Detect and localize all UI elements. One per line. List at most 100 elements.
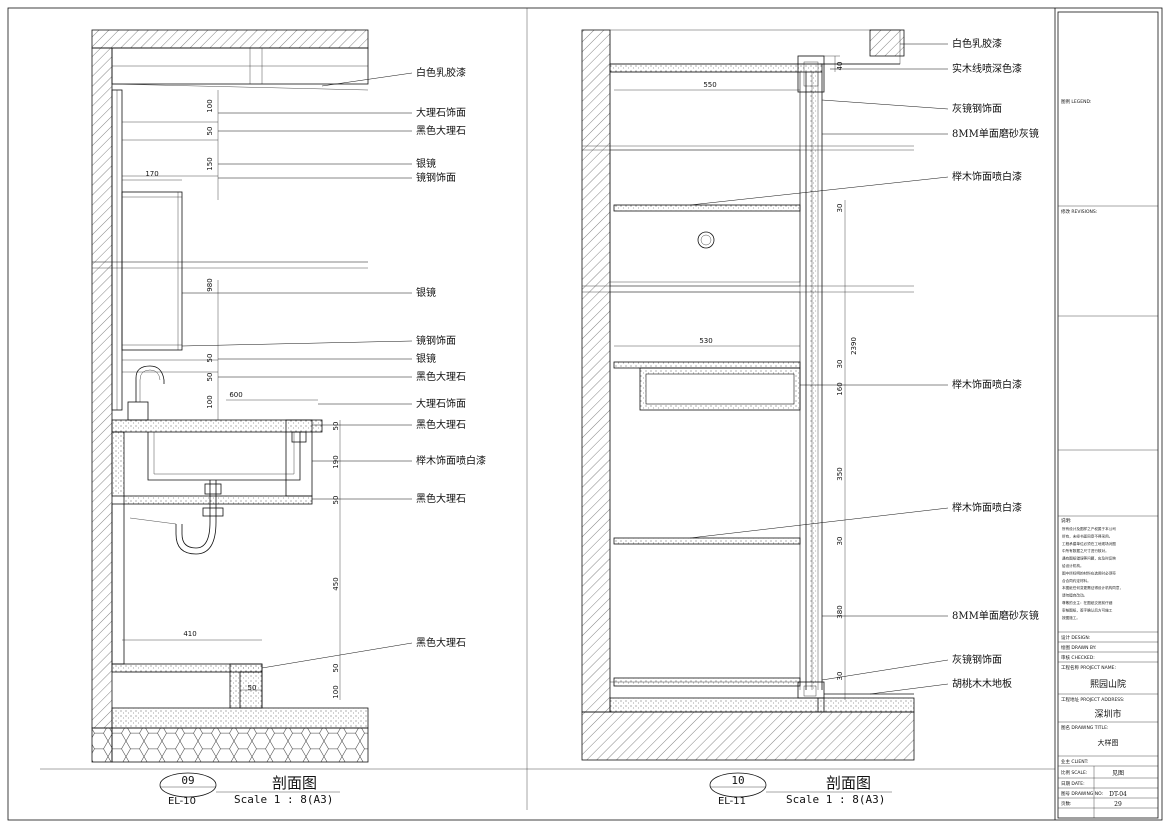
sheet-border <box>7 7 1163 821</box>
drawing-number-10: 10 <box>731 774 744 787</box>
dim-left-1: 50 <box>206 127 214 136</box>
label-right-0: 白色乳胶漆 <box>952 37 1002 50</box>
dim-left-12: 450 <box>332 577 340 590</box>
label-left-13-leader <box>261 642 413 669</box>
tb-note-line: 所有，未经书面同意不得采用。 <box>1062 533 1112 538</box>
dim-right-10: 30 <box>836 672 844 681</box>
tb-note-line: 按图施工。 <box>1062 615 1080 620</box>
tb-note-line: 合合同约定材料。 <box>1062 578 1091 583</box>
tb-drawing-no-label: 图号 DRAWING NO: <box>1061 791 1103 797</box>
label-right-8-leader <box>821 659 949 681</box>
label-left-9: 大理石饰面 <box>416 397 466 410</box>
tb-note-line: 所有设计及图样之产权属于本公司 <box>1062 526 1116 531</box>
dim-right-1: 550 <box>703 81 716 89</box>
tb-design: 设计 DESIGN: <box>1061 634 1090 641</box>
dim-left-5: 50 <box>206 354 214 363</box>
label-right-5: 榉木饰面喷白漆 <box>952 378 1022 391</box>
tb-note-line: 工程承建单位必须在工地现场对图 <box>1062 541 1116 546</box>
tb-note-line: 审核图纸，签字确认后方可施工 <box>1062 607 1113 612</box>
tb-drawing-title: 大样图 <box>1098 738 1119 747</box>
drawing-scale-10: Scale 1 : 8(A3) <box>786 793 885 806</box>
label-right-3: 8MM单面磨砂灰镜 <box>952 127 1039 140</box>
label-left-1: 大理石饰面 <box>416 106 466 119</box>
tb-note-line: 遇有图纸错误等问题，应及时反映 <box>1062 556 1116 561</box>
section-10 <box>581 29 915 761</box>
label-left-6-leader <box>181 340 413 347</box>
label-right-9: 胡桃木木地板 <box>952 677 1012 690</box>
label-left-0-leader <box>321 72 413 87</box>
dim-left-13: 410 <box>183 630 196 638</box>
drawing-number-09: 09 <box>181 774 194 787</box>
label-left-8: 黑色大理石 <box>416 370 466 383</box>
tb-checked: 审核 CHECKED: <box>1061 654 1095 661</box>
caption-09: 09 EL-10 剖面图 Scale 1 : 8(A3) <box>159 772 340 807</box>
dim-left-3: 170 <box>145 170 158 178</box>
dim-right-3: 530 <box>699 337 712 345</box>
label-right-6-leader <box>689 507 949 539</box>
label-left-3: 银镜 <box>416 157 436 170</box>
annotation-layer: 白色乳胶漆大理石饰面黑色大理石银镜镜钢饰面银镜镜钢饰面银镜黑色大理石大理石饰面黑… <box>145 37 1039 699</box>
label-left-12: 黑色大理石 <box>416 492 466 505</box>
drawing-ref-09: EL-10 <box>168 796 196 807</box>
tb-project-address-label: 工程地址 PROJECT ADDRESS: <box>1061 696 1125 703</box>
label-right-4: 榉木饰面喷白漆 <box>952 170 1022 183</box>
label-right-2: 灰镜钢饰面 <box>952 102 1002 115</box>
dim-left-0: 100 <box>206 99 214 112</box>
dim-left-10: 190 <box>332 455 340 468</box>
tb-note-line: 图中所标明的材料在选用时必须符 <box>1062 570 1116 575</box>
tb-project-address: 深圳市 <box>1094 708 1121 720</box>
label-left-2: 黑色大理石 <box>416 124 466 137</box>
tb-revisions: 修改 REVISIONS: <box>1061 208 1097 215</box>
dim-left-11: 50 <box>332 496 340 505</box>
tb-notes-title: 说明: <box>1061 517 1072 524</box>
dim-left-8: 600 <box>229 391 242 399</box>
dim-left-4: 980 <box>206 278 214 291</box>
tb-project-name-label: 工程名称 PROJECT NAME: <box>1061 664 1116 671</box>
dim-left-6: 50 <box>206 373 214 382</box>
dim-right-4: 30 <box>836 360 844 369</box>
tb-notes: 所有设计及图样之产权属于本公司所有，未经书面同意不得采用。工程承建单位必须在工地… <box>1062 526 1123 620</box>
label-left-11: 榉木饰面喷白漆 <box>416 454 486 467</box>
tb-note-line: 请勿擅自改动。 <box>1062 593 1087 598</box>
tb-project-name: 熙园山院 <box>1090 678 1126 690</box>
dim-left-14: 50 <box>332 664 340 673</box>
tb-drawing-no: DT-04 <box>1109 791 1127 798</box>
dim-left-15: 100 <box>332 685 340 698</box>
tb-drawing-title-label: 图名 DRAWING TITLE: <box>1061 724 1108 731</box>
tb-note-line: 给设计机构。 <box>1062 563 1084 568</box>
tb-scale-value: 见图 <box>1112 770 1124 777</box>
label-right-2-leader <box>821 99 949 110</box>
label-left-0: 白色乳胶漆 <box>416 66 466 79</box>
tb-note-line: 尊敬的业主：在图纸交底前仔细 <box>1062 600 1113 605</box>
dim-right-0: 40 <box>836 62 844 71</box>
drawing-ref-10: EL-11 <box>718 796 746 807</box>
label-left-7: 银镜 <box>416 352 436 365</box>
label-right-6: 榉木饰面喷白漆 <box>952 501 1022 514</box>
title-block: 图例 LEGEND: 修改 REVISIONS: 说明: 所有设计及图样之产权属… <box>1057 11 1159 819</box>
tb-note-line: 本图纸任何变更需征得设计机构同意， <box>1062 585 1123 590</box>
label-right-4-leader <box>689 176 949 206</box>
dim-right-7: 350 <box>836 467 844 480</box>
tb-page: 29 <box>1114 801 1122 808</box>
tb-legend: 图例 LEGEND: <box>1061 98 1091 105</box>
dim-left-16: 50 <box>248 684 257 692</box>
label-right-9-leader <box>869 683 949 695</box>
label-left-6: 镜钢饰面 <box>416 334 456 347</box>
label-left-4: 镜钢饰面 <box>416 171 456 184</box>
tb-date-label: 日期 DATE: <box>1061 781 1085 787</box>
drawing-scale-09: Scale 1 : 8(A3) <box>234 793 333 806</box>
drawing-title-10: 剖面图 <box>826 774 871 792</box>
dim-right-6: 160 <box>836 382 844 395</box>
dim-right-2: 30 <box>836 204 844 213</box>
caption-10: 10 EL-11 剖面图 Scale 1 : 8(A3) <box>709 772 892 807</box>
dim-left-9: 50 <box>332 422 340 431</box>
tb-note-line: 中所有数据之尺寸进行核对。 <box>1062 548 1109 553</box>
tb-page-label: 页数: <box>1061 800 1072 807</box>
tb-drawn: 绘图 DRAWN BY: <box>1061 644 1096 651</box>
label-right-8: 灰镜钢饰面 <box>952 653 1002 666</box>
label-right-7: 8MM单面磨砂灰镜 <box>952 609 1039 622</box>
label-left-5: 银镜 <box>416 286 436 299</box>
label-left-10: 黑色大理石 <box>416 418 466 431</box>
